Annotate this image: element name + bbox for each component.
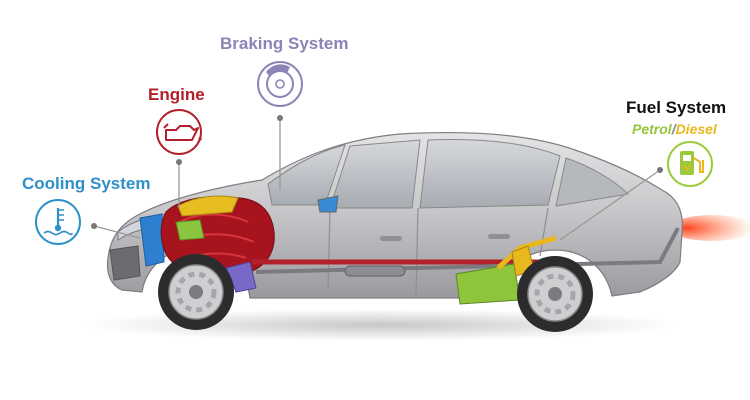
oil-can-icon [156,109,202,155]
rear-door-handle [488,234,510,239]
diesel-label: Diesel [675,121,717,137]
braking-system-label: Braking System [220,34,349,53]
muffler [344,265,406,277]
door-lines [327,207,549,297]
petrol-label: Petrol [632,121,672,137]
engine-top-cover [177,195,239,217]
rear-side-window [419,139,561,209]
engine-leader-dot [176,159,182,165]
front-door-handle [380,236,402,241]
coolant-temperature-icon [35,199,81,245]
fuel-system-label: Fuel System [626,98,727,117]
rear-wheel [517,256,593,332]
fuel-type-separator: / [671,121,676,137]
radiator [139,213,165,267]
fuel-type-label: Petrol/Diesel [632,121,717,137]
fuel-leader-dot [657,167,663,173]
cooling-system-label: Cooling System [22,174,151,193]
side-mirror [317,195,339,213]
engine-label: Engine [148,85,205,104]
fuel-pump-icon [667,141,713,187]
front-grille [109,245,141,281]
brake-disc-icon [257,61,303,107]
front-wheel [158,254,234,330]
front-side-window [329,139,421,209]
fuel-leader-line [559,169,661,241]
front-windshield [267,144,346,206]
braking-leader-dot [277,115,283,121]
rear-window [555,157,630,207]
fuel-line [496,235,557,270]
cooling-leader-line [93,225,141,239]
engine-air-box [175,219,205,241]
exhaust-glow [670,215,750,241]
cooling-leader-dot [91,223,97,229]
